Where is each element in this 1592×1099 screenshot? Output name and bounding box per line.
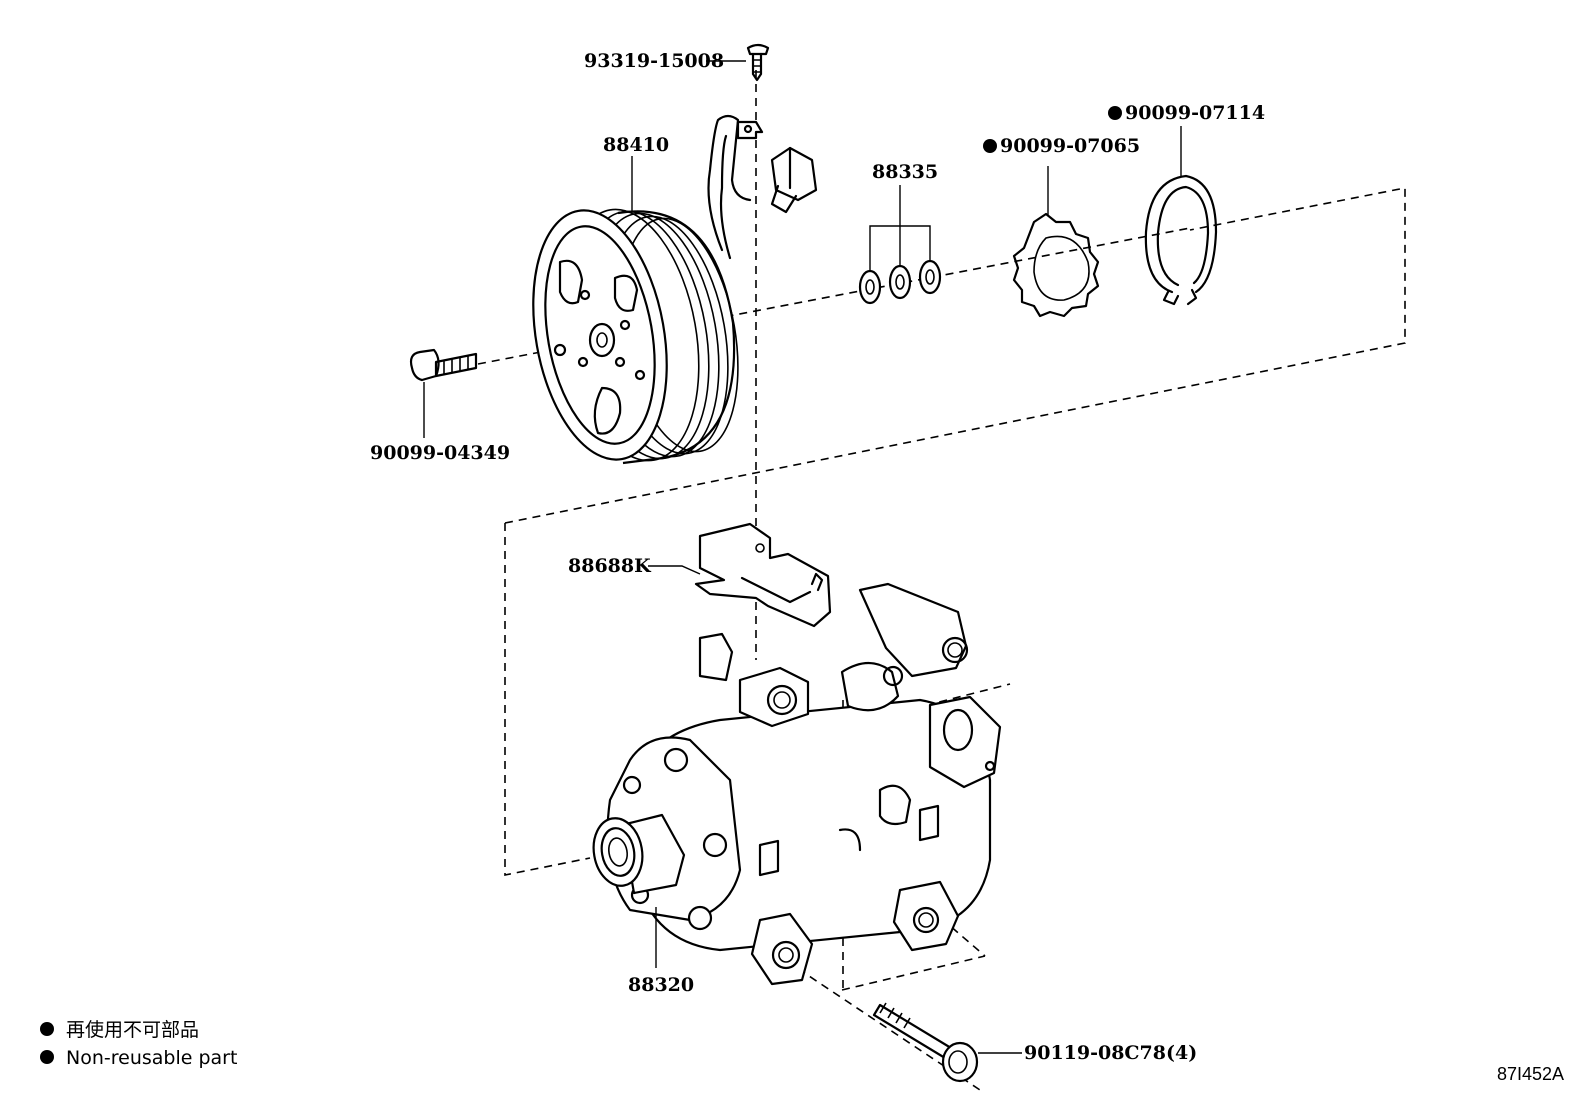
part-number-88688K: 88688K xyxy=(568,555,652,577)
bolt-90099-04349-icon xyxy=(409,348,478,382)
bracket-88688K-icon xyxy=(694,522,832,628)
part-number-90099-04349: 90099-04349 xyxy=(370,442,510,464)
legend-bullet-1 xyxy=(40,1022,54,1036)
non-reusable-marker-07065 xyxy=(983,139,997,153)
shims-88335-icon xyxy=(858,259,942,305)
legend: 再使用不可部品 Non-reusable part xyxy=(40,1019,237,1069)
clutch-pulley-88410-icon xyxy=(532,114,818,465)
lock-ring-90099-07065-icon xyxy=(1012,212,1100,318)
part-number-88410: 88410 xyxy=(603,134,669,156)
legend-japanese: 再使用不可部品 xyxy=(66,1019,199,1041)
bolt-90119-08C78-icon xyxy=(872,1002,979,1083)
part-number-90119-08C78: 90119-08C78(4) xyxy=(1024,1042,1197,1064)
diagram-code: 87I452A xyxy=(1497,1064,1564,1084)
legend-bullet-2 xyxy=(40,1050,54,1064)
snap-ring-90099-07114-icon xyxy=(1144,174,1218,306)
legend-english: Non-reusable part xyxy=(66,1047,237,1069)
compressor-88320-icon xyxy=(592,582,1002,986)
part-number-88335: 88335 xyxy=(872,161,938,183)
non-reusable-marker-07114 xyxy=(1108,106,1122,120)
part-number-90099-07114: 90099-07114 xyxy=(1125,102,1265,124)
screw-93319-icon xyxy=(746,43,770,82)
part-number-88320: 88320 xyxy=(628,974,694,996)
part-number-90099-07065: 90099-07065 xyxy=(1000,135,1140,157)
part-number-93319: 93319-15008 xyxy=(584,50,724,72)
